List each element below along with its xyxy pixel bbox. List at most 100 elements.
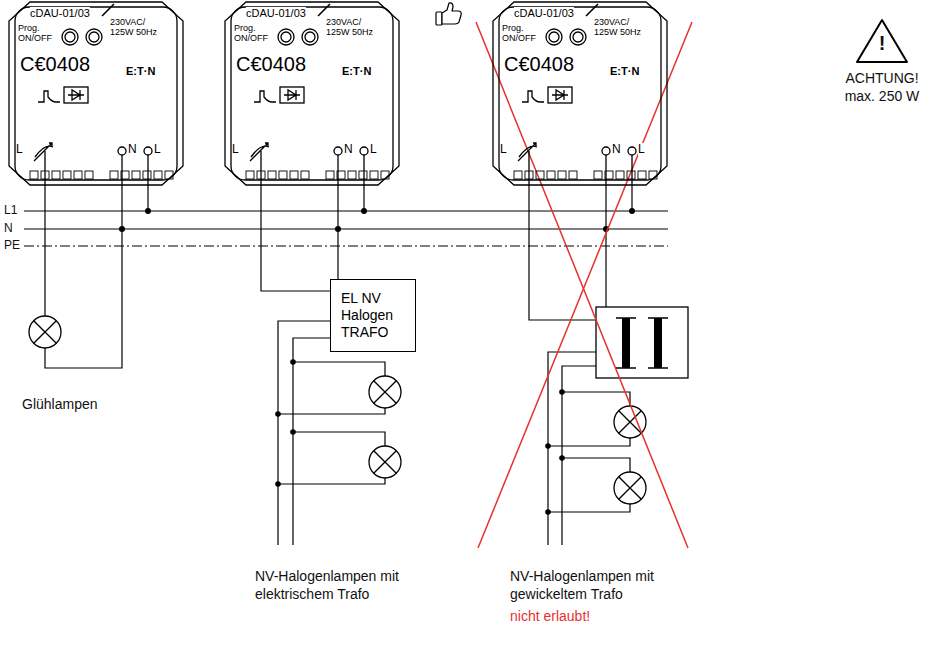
bus-label: N [4, 221, 13, 236]
dimmer-module-outline [44, 151, 45, 186]
dimmer-module-outline [337, 171, 345, 179]
dimmer-module-outline [281, 32, 291, 42]
wires [363, 186, 364, 211]
junction-dots [119, 208, 635, 515]
dimmer-module-outline [518, 143, 537, 161]
terminal-label: L [232, 143, 239, 157]
dimmer-module-outline [649, 171, 657, 179]
bus-label: L1 [4, 203, 17, 218]
wires [293, 338, 330, 545]
dimmer-module-outline [15, 7, 177, 180]
junction-dots [361, 208, 367, 214]
dimmer-module-outline [110, 171, 118, 179]
dimmer-module-outline [326, 171, 334, 179]
dimmer-module-outline [231, 7, 393, 180]
junction-dots [275, 481, 281, 487]
dimmer-module-outline [52, 171, 60, 179]
dimmer-module-outline [370, 171, 378, 179]
button-label: Prog. ON/OFF [234, 23, 270, 44]
junction-dots [559, 455, 565, 461]
wires [548, 504, 630, 512]
wires [605, 186, 606, 307]
dimmer-module-outline [34, 143, 53, 161]
bus-lines [24, 210, 668, 211]
dimmer-module-outline [605, 171, 613, 179]
lamp-symbol [369, 376, 401, 408]
dimmer-module-outline [514, 171, 657, 179]
dimmer-module-outline [301, 171, 309, 179]
dimmer-module-outline [30, 171, 173, 179]
wires [44, 186, 45, 316]
model-number: cDAU-01/03 [30, 7, 90, 20]
rating-text: 230VAC/ 125W 50Hz [110, 17, 158, 38]
dimmer-module-outline [280, 87, 304, 103]
model-number: cDAU-01/03 [514, 7, 574, 20]
wires [278, 478, 385, 484]
wires [278, 321, 330, 545]
junction-dots [145, 208, 151, 214]
dimmer-module-outline [86, 29, 102, 45]
wires [293, 362, 385, 376]
wound-transformer [616, 367, 636, 369]
dimmer-module-outline [594, 171, 602, 179]
dimmer-module-outline [493, 2, 667, 186]
junction-dots [275, 411, 281, 417]
dimmer-module-outline [638, 171, 646, 179]
wires [45, 186, 632, 545]
dimmer-module-outline [260, 151, 261, 186]
dimmer-module-outline [493, 2, 667, 185]
junction-dots [119, 226, 125, 232]
dimmer-module: cDAU-01/03Prog. ON/OFF230VAC/ 125W 50HzC… [224, 1, 400, 186]
bus-lines [24, 211, 668, 246]
dimmer-module-outline [268, 171, 276, 179]
dimmer-module-outline [147, 155, 148, 186]
dimmer-module-outline [62, 29, 78, 45]
dimmer-module-outline [334, 147, 342, 155]
dimmer-module-outline [573, 32, 583, 42]
dimmer-module-outline [85, 171, 93, 179]
not-allowed-cross [478, 22, 692, 548]
dimmer-module-outline [250, 143, 269, 161]
caption-text: NV-Halogenlampen mit gewickeltem Trafo [510, 568, 680, 603]
button-label: Prog. ON/OFF [502, 23, 538, 44]
wound-transformer [648, 367, 668, 369]
dimmer-module-outline [359, 171, 367, 179]
wires [548, 438, 630, 446]
wires [548, 352, 596, 545]
dimmer-module-outline [284, 90, 300, 100]
terminal-label: N [344, 143, 353, 157]
dimmer-module-outline [525, 171, 533, 179]
dimmer-module-outline [102, 4, 114, 16]
dimmer-module-outline [132, 171, 140, 179]
dimmer-module-outline [38, 91, 60, 102]
rating-text: 230VAC/ 125W 50Hz [594, 17, 642, 38]
transformer-label: EL NV Halogen TRAFO [341, 290, 405, 340]
dimmer-module-outline [548, 87, 572, 103]
brand-logo: E:T·N [126, 65, 155, 78]
dimmer-module-outline [514, 171, 522, 179]
brand-logo: E:T·N [610, 65, 639, 78]
terminal-label: L [154, 143, 161, 157]
dimmer-module-outline [68, 90, 84, 100]
dimmer-module-outline [522, 91, 544, 102]
dimmer-module-outline [246, 171, 389, 179]
dimmer-module-outline [631, 155, 632, 186]
junction-dots [290, 359, 296, 365]
dimmer-module-outline [9, 2, 183, 185]
dimmer-module-outline [528, 151, 529, 186]
dimmer-module-outline [225, 2, 399, 186]
wound-transformer [648, 317, 668, 319]
dimmer-module-outline [64, 87, 88, 103]
dimmer-module-outline [318, 4, 330, 16]
dimmer-module-outline [360, 147, 368, 155]
dimmer-module-outline [605, 155, 606, 186]
dimmer-module-outline [121, 155, 122, 186]
dimmer-module-outline [363, 155, 364, 186]
not-allowed-cross [476, 22, 688, 548]
wires [337, 186, 338, 279]
lamp-symbol [614, 472, 646, 504]
